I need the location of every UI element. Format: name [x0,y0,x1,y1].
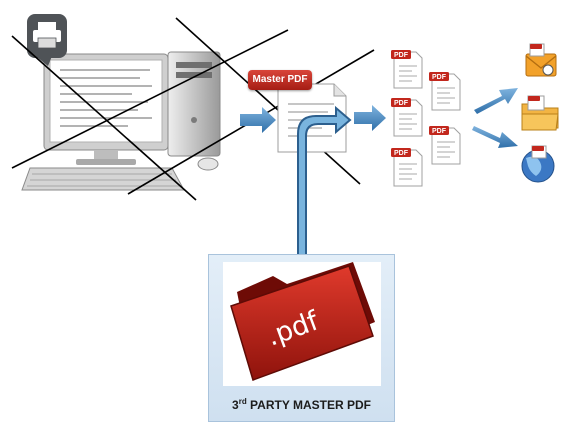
master-doc-fold [333,84,346,97]
screen-text-lines [60,69,152,127]
pdf-file-icon: PDF [391,50,423,89]
master-pdf-label: Master PDF [248,70,312,90]
caption-suffix: PARTY MASTER PDF [246,398,371,412]
pdf-file-icon: PDF [429,72,461,111]
pdf-file-icon: PDF [391,148,423,187]
mouse [197,157,219,171]
bubble-tail [38,56,52,66]
third-party-pdf-card: .pdf 3rd PARTY MASTER PDF [208,254,395,422]
pdf-badge-label: PDF [394,150,409,157]
cross-line [175,17,361,185]
monitor-neck [94,150,118,160]
generated-pdf-files: PDF PDF PDF PDF PDF [391,50,461,187]
third-party-caption: 3rd PARTY MASTER PDF [209,397,394,412]
flow-arrow [354,105,386,131]
pdf-badge-label: PDF [394,52,409,59]
desktop-computer [21,51,221,191]
globe-icon [521,145,555,183]
cross-out-lines [11,17,375,201]
pdf-folder-image: .pdf [223,262,381,386]
output-arrow-down [472,126,518,148]
monitor-base [76,159,136,165]
cross-line [11,29,289,169]
pdf-file-icon: PDF [429,126,461,165]
printer-icon [33,22,61,49]
flow-arrow [240,107,276,133]
pdf-badge-label: PDF [394,100,409,107]
keyboard [21,167,185,191]
tower-drive-bay [176,72,212,78]
email-icon [525,43,557,77]
tower-drive-bay [176,62,212,68]
folder-icon [521,95,559,131]
caption-prefix: 3 [232,398,239,412]
folder-front [230,265,374,381]
pdf-badge-label: PDF [432,128,447,135]
source-bent-arrow [297,105,352,257]
caption-superscript: rd [238,397,247,406]
pdf-file-icon: PDF [391,98,423,137]
tower-power-button [191,117,197,123]
printer-bubble [27,14,67,66]
output-arrow-up [474,88,518,114]
pdf-badge-label: PDF [432,74,447,81]
monitor-screen [49,59,163,143]
